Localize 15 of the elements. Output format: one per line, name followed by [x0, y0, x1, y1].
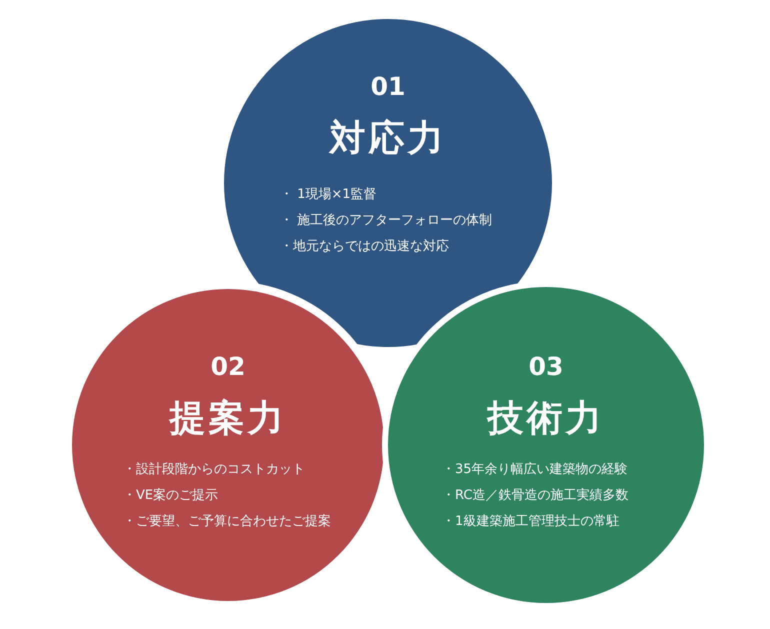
- bullet-item: ・VE案のご提示: [123, 487, 218, 505]
- bullet-item: ・ 施工後のアフターフォローの体制: [280, 212, 492, 230]
- section-number: 02: [210, 352, 246, 382]
- section-number: 03: [528, 352, 564, 382]
- bullet-item: ・ 1現場×1監督: [280, 186, 377, 204]
- bullet-item: ・ご要望、ご予算に合わせたご提案: [123, 513, 331, 531]
- bullet-item: ・設計段階からのコストカット: [123, 461, 305, 479]
- bullet-item: ・地元ならではの迅速な対応: [280, 238, 449, 256]
- bullet-item: ・1級建築施工管理技士の常駐: [442, 513, 620, 531]
- section-title: 対応力: [328, 118, 448, 160]
- bullet-item: ・RC造／鉄骨造の施工実績多数: [442, 487, 628, 505]
- section-title: 技術力: [486, 398, 606, 440]
- section-number: 01: [370, 72, 406, 102]
- section-title: 提案力: [168, 398, 288, 440]
- bullet-item: ・35年余り幅広い建築物の経験: [442, 461, 628, 479]
